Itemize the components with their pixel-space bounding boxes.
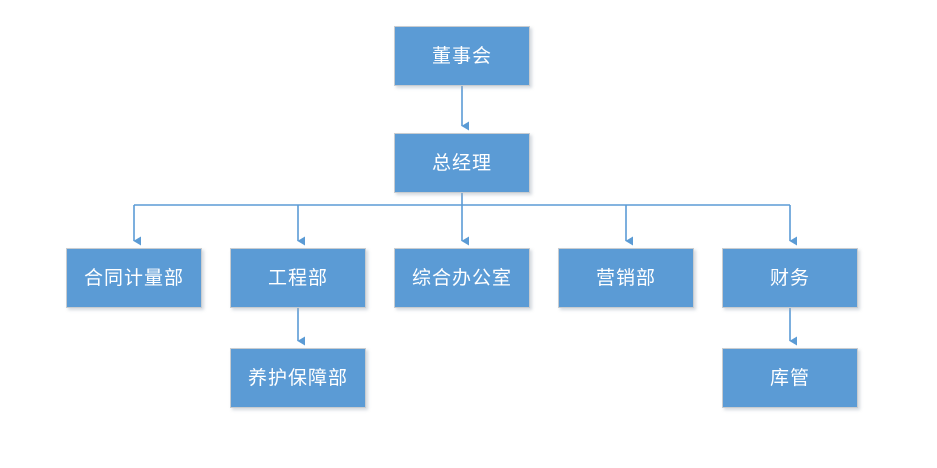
- org-node-marketing[interactable]: 营销部: [558, 248, 694, 308]
- org-node-warehouse[interactable]: 库管: [722, 348, 858, 408]
- org-node-label: 总经理: [431, 151, 492, 174]
- org-node-finance[interactable]: 财务: [722, 248, 858, 308]
- org-node-contract-measurement[interactable]: 合同计量部: [66, 248, 202, 308]
- org-node-label: 合同计量部: [83, 266, 184, 289]
- org-node-board[interactable]: 董事会: [394, 26, 530, 86]
- org-node-maintenance-support[interactable]: 养护保障部: [230, 348, 366, 408]
- org-node-label: 库管: [769, 366, 810, 389]
- org-node-label: 综合办公室: [411, 266, 512, 289]
- org-node-label: 营销部: [595, 266, 656, 289]
- org-node-label: 财务: [769, 266, 810, 289]
- org-node-label: 董事会: [431, 44, 492, 67]
- org-node-label: 工程部: [267, 266, 328, 289]
- org-node-general-manager[interactable]: 总经理: [394, 133, 530, 193]
- org-node-label: 养护保障部: [247, 366, 348, 389]
- edge-bus-general-manager: [134, 193, 790, 206]
- org-node-engineering[interactable]: 工程部: [230, 248, 366, 308]
- org-node-general-office[interactable]: 综合办公室: [394, 248, 530, 308]
